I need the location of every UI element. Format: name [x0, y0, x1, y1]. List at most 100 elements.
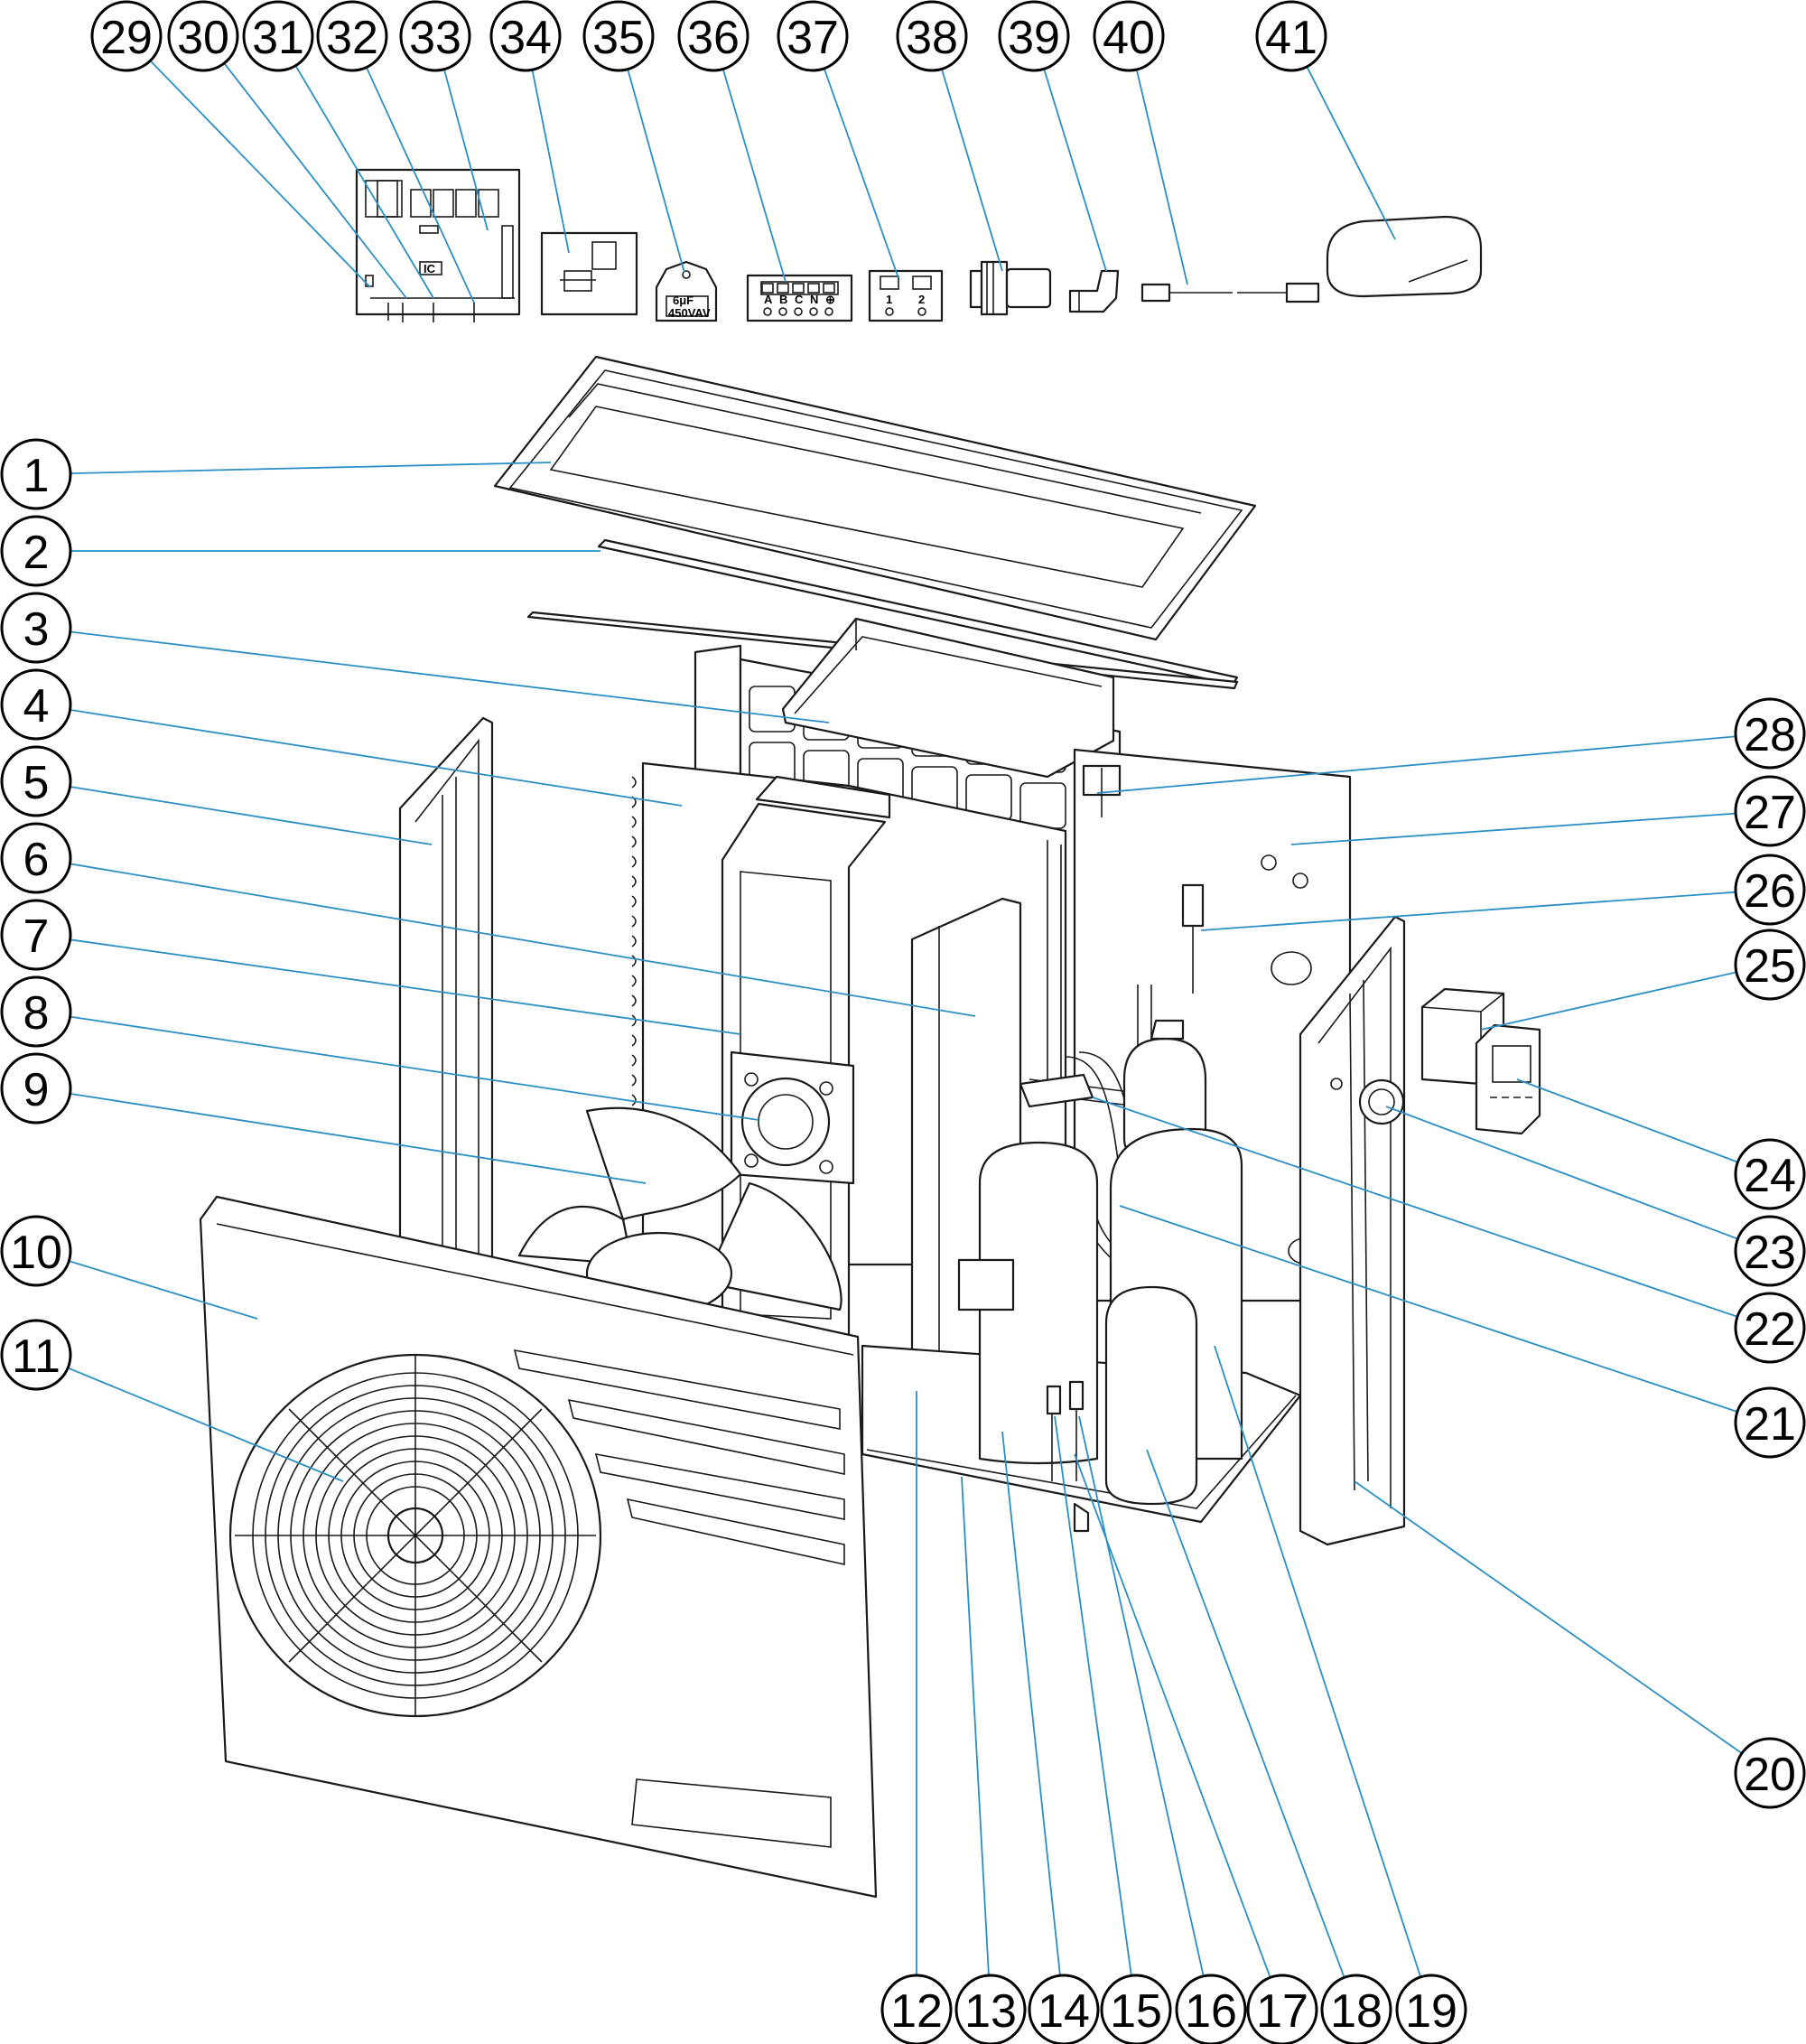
callout-4: 4: [0, 668, 72, 741]
callout-circle: [1734, 697, 1806, 770]
callout-label: 11: [12, 1330, 61, 1383]
callout-label: 29: [100, 12, 153, 64]
leader-line-28: [1096, 735, 1736, 794]
leader-line-23: [1385, 1106, 1738, 1240]
callout-circle: [1255, 0, 1327, 72]
callout-39: 39: [998, 0, 1070, 72]
leader-line-36: [721, 69, 787, 283]
callout-label: 10: [10, 1227, 62, 1279]
callout-label: 6: [23, 834, 50, 886]
callout-label: 40: [1103, 12, 1155, 64]
callout-circle: [1734, 1292, 1806, 1364]
accumulator: [1104, 1285, 1198, 1506]
water-connector: [969, 260, 1052, 316]
callout-label: 20: [1744, 1749, 1796, 1801]
callout-circle: [954, 1974, 1027, 2044]
callout-circle: [582, 0, 655, 72]
callout-35: 35: [582, 0, 655, 72]
callout-label: 1: [23, 450, 50, 502]
callout-label: 16: [1185, 1985, 1237, 2038]
callout-circle: [489, 0, 562, 72]
display-board: [540, 231, 638, 316]
callout-label: 9: [23, 1064, 50, 1116]
callout-label: 19: [1405, 1985, 1457, 2038]
callout-label: 27: [1744, 787, 1796, 839]
terminal-label: 2: [918, 293, 925, 306]
callout-circle: [167, 0, 239, 72]
callout-label: 39: [1008, 12, 1060, 64]
callout-circle: [0, 1052, 72, 1125]
callout-7: 7: [0, 899, 72, 971]
callout-circle: [1028, 1974, 1100, 2044]
callout-label: 36: [687, 12, 740, 64]
callout-circle: [1395, 1974, 1467, 2044]
leader-line-16: [1078, 1415, 1205, 1977]
callout-10: 10: [0, 1215, 72, 1287]
callout-label: 18: [1330, 1985, 1382, 2038]
leader-line-18: [1146, 1449, 1345, 1978]
callout-36: 36: [677, 0, 749, 72]
sensor-holder: [1082, 764, 1122, 817]
callout-label: 13: [964, 1985, 1017, 2038]
callout-29: 29: [90, 0, 163, 72]
leader-line-10: [69, 1260, 258, 1320]
callout-circle: [242, 0, 314, 72]
callout-label: 23: [1744, 1227, 1796, 1279]
callout-label: 28: [1744, 709, 1796, 761]
callout-2: 2: [0, 515, 72, 587]
callout-label: 26: [1744, 865, 1796, 918]
callout-label: 25: [1744, 940, 1796, 993]
callout-label: 38: [906, 12, 958, 64]
callout-13: 13: [954, 1974, 1027, 2044]
callout-label: 34: [499, 12, 552, 64]
callout-circle: [0, 515, 72, 587]
control-board: IC: [355, 168, 521, 322]
left-side-panel: [398, 716, 494, 1280]
callout-16: 16: [1175, 1974, 1247, 2044]
callout-label: 35: [592, 12, 645, 64]
top-cover: [493, 355, 1257, 641]
callout-circle: [1734, 929, 1806, 1001]
callout-circle: [316, 0, 388, 72]
callout-22: 22: [1734, 1292, 1806, 1364]
callout-9: 9: [0, 1052, 72, 1125]
callout-circle: [1734, 1737, 1806, 1809]
callout-26: 26: [1734, 854, 1806, 926]
callout-14: 14: [1028, 1974, 1100, 2044]
callout-24: 24: [1734, 1138, 1806, 1210]
callout-circle: [1734, 1215, 1806, 1287]
leader-line-14: [1001, 1431, 1061, 1976]
callout-circle: [777, 0, 849, 72]
electrical-box: [781, 617, 1115, 779]
callout-label: 33: [409, 12, 461, 64]
leader-line-20: [1354, 1480, 1743, 1754]
callout-label: 2: [23, 527, 50, 579]
callout-circle: [896, 0, 968, 72]
leader-line-22: [1092, 1097, 1738, 1318]
callout-circle: [90, 0, 163, 72]
front-right-panel: [1299, 915, 1406, 1546]
callout-circle: [0, 899, 72, 971]
callout-30: 30: [167, 0, 239, 72]
callout-label: 4: [23, 680, 50, 733]
callout-circle: [1734, 854, 1806, 926]
callout-label: 14: [1038, 1985, 1090, 2038]
callout-23: 23: [1734, 1215, 1806, 1287]
top-strip: [597, 538, 1239, 686]
callout-circle: [1093, 0, 1165, 72]
callout-label: 3: [23, 603, 50, 656]
sensor-cable: [1140, 282, 1320, 303]
leader-line-26: [1200, 891, 1736, 931]
callout-25: 25: [1734, 929, 1806, 1001]
callout-circle: [0, 668, 72, 741]
capacitor-label-2: 450VAV: [668, 306, 711, 320]
callout-5: 5: [0, 745, 72, 817]
leader-line-29: [149, 60, 371, 288]
leader-line-7: [70, 938, 741, 1035]
callout-label: 41: [1265, 12, 1317, 64]
callout-6: 6: [0, 822, 72, 894]
leader-line-15: [1054, 1415, 1132, 1976]
leader-lines: [67, 60, 1743, 1978]
